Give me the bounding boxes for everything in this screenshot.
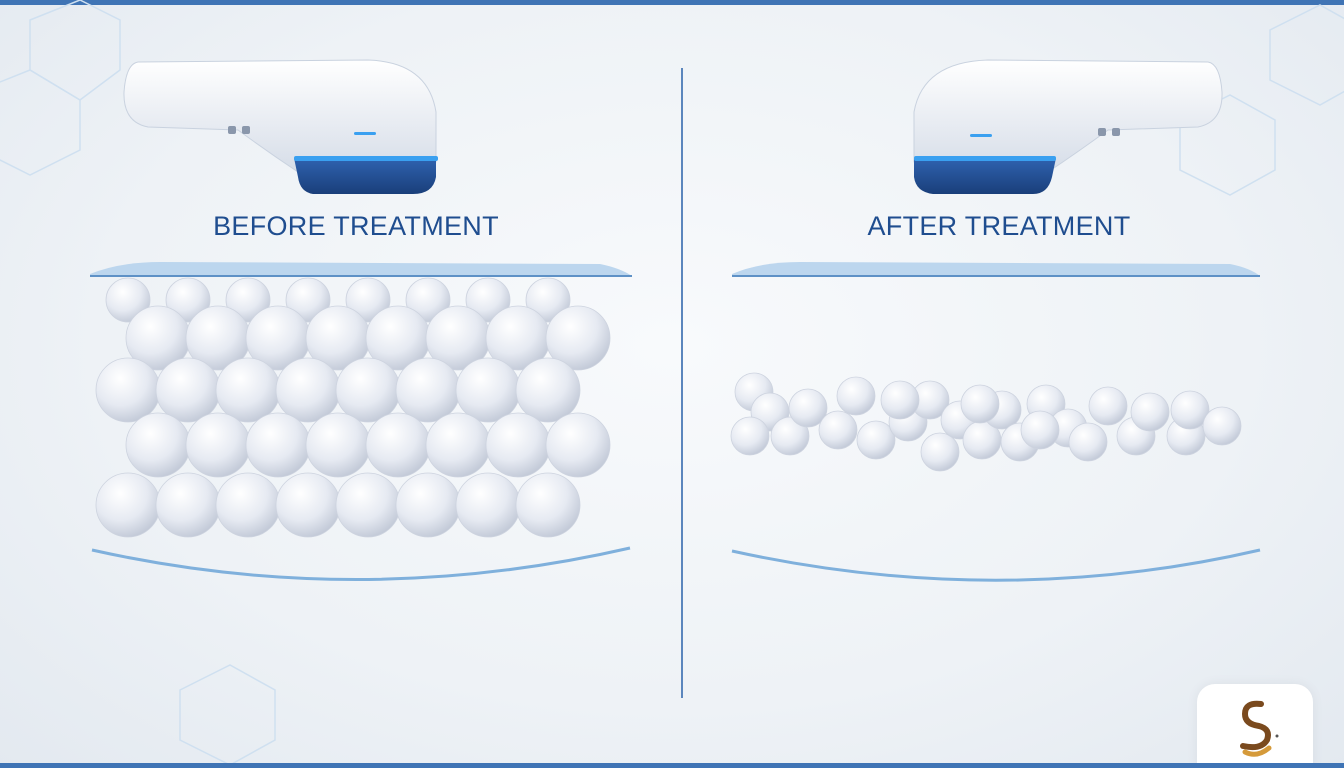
fat-cell — [95, 357, 161, 423]
fat-cell — [225, 277, 271, 323]
fat-cell — [425, 412, 491, 478]
fat-cell — [485, 412, 551, 478]
fat-cell — [1130, 392, 1170, 432]
fat-cell — [275, 472, 341, 538]
panel-divider — [681, 68, 683, 698]
after-treatment-title: AFTER TREATMENT — [867, 211, 1131, 241]
fat-cell — [345, 277, 391, 323]
fat-cell — [515, 357, 581, 423]
hexagon-shape — [179, 664, 276, 766]
fat-cell — [155, 357, 221, 423]
lower-membrane-before — [91, 546, 631, 581]
fat-cell — [215, 472, 281, 538]
fat-cell — [215, 357, 281, 423]
fat-cell — [125, 412, 191, 478]
fat-cell — [770, 416, 810, 456]
fat-cell — [455, 357, 521, 423]
fat-cells-before — [95, 277, 611, 538]
before-treatment-title: BEFORE TREATMENT — [213, 211, 499, 241]
fat-cell — [305, 412, 371, 478]
hexagon-shape — [1179, 94, 1276, 196]
fat-cell — [730, 416, 770, 456]
fat-cell — [818, 410, 858, 450]
fat-cell — [465, 277, 511, 323]
hexagon-shape — [1269, 4, 1344, 106]
fat-cell — [335, 472, 401, 538]
fat-cell — [856, 420, 896, 460]
top-accent-bar — [0, 0, 1344, 5]
fat-cell — [960, 384, 1000, 424]
fat-cell — [1088, 386, 1128, 426]
logo-icon — [1240, 700, 1279, 757]
fat-cell — [405, 277, 451, 323]
treatment-device-left — [123, 59, 438, 194]
fat-cell — [920, 432, 960, 472]
fat-cell — [1202, 406, 1242, 446]
fat-cell — [1170, 390, 1210, 430]
fat-cell — [165, 277, 211, 323]
fat-cell — [788, 388, 828, 428]
fat-cell — [880, 380, 920, 420]
hexagon-shape — [0, 69, 81, 176]
fat-cell — [245, 412, 311, 478]
fat-cell — [515, 472, 581, 538]
fat-cell — [335, 357, 401, 423]
fat-cell — [275, 357, 341, 423]
logo-badge — [1197, 684, 1313, 768]
fat-cell — [1068, 422, 1108, 462]
fat-cell — [155, 472, 221, 538]
fat-cell — [545, 412, 611, 478]
fat-cell — [285, 277, 331, 323]
skin-layer-after — [732, 262, 1260, 276]
lower-membrane-after — [731, 548, 1261, 582]
fat-cell — [365, 412, 431, 478]
fat-cell — [455, 472, 521, 538]
fat-cell — [836, 376, 876, 416]
skin-layer-before — [90, 262, 632, 276]
treatment-device-right — [913, 59, 1223, 194]
fat-cell — [395, 357, 461, 423]
fat-cell — [525, 277, 571, 323]
fat-cell — [395, 472, 461, 538]
fat-cell — [95, 472, 161, 538]
bottom-accent-bar — [0, 763, 1344, 768]
fat-cell — [105, 277, 151, 323]
fat-cell — [1020, 410, 1060, 450]
fat-cells-after — [730, 372, 1242, 472]
fat-cell — [545, 305, 611, 371]
fat-cell — [185, 412, 251, 478]
